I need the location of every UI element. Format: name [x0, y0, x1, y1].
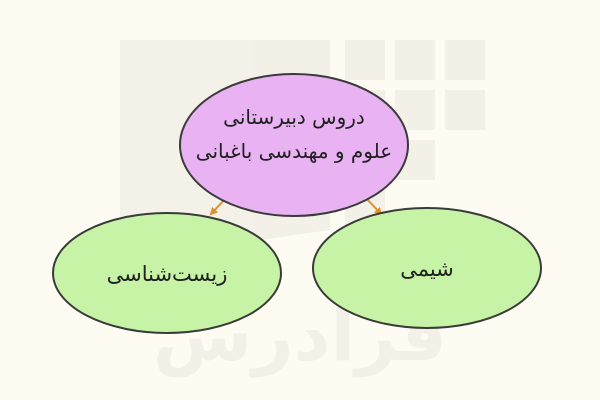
- root-node-title-line2: علوم و مهندسی باغبانی: [196, 139, 392, 163]
- chemistry-node[interactable]: شیمی: [312, 207, 542, 329]
- biology-node-label: زیست‌شناسی: [107, 262, 228, 286]
- chemistry-node-label: شیمی: [400, 257, 454, 281]
- root-node-shape: [179, 73, 409, 217]
- biology-node[interactable]: زیست‌شناسی: [52, 212, 282, 334]
- biology-node-shape: [52, 212, 282, 334]
- chemistry-node-shape: [312, 207, 542, 329]
- edge-root-to-chemistry: [365, 197, 383, 216]
- root-node[interactable]: دروس دبیرستانی علوم و مهندسی باغبانی: [179, 73, 409, 217]
- root-node-title-line1: دروس دبیرستانی: [223, 105, 365, 129]
